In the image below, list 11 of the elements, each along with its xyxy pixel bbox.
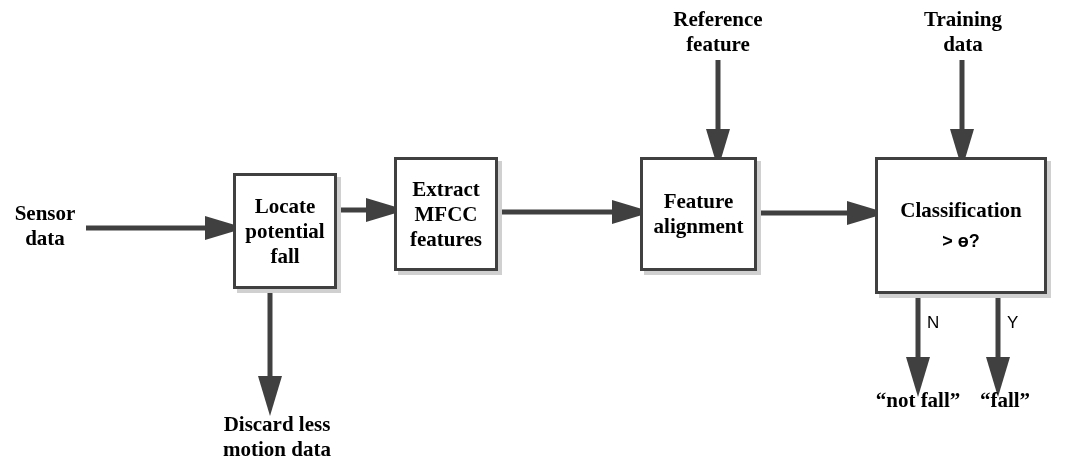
box-label: Classification [900, 197, 1022, 223]
flow-text: Discard less motion data [222, 412, 332, 462]
box-label: Extract MFCC features [409, 176, 483, 252]
box-label: Feature alignment [652, 189, 745, 239]
flow-text: “fall” [979, 387, 1031, 413]
flow-text: Sensor data [13, 201, 77, 251]
flow-text: “not fall” [875, 387, 961, 413]
condition-text: > ɵ? [942, 229, 980, 253]
flow-text: Training data [923, 7, 1003, 57]
box-label: Locate potential fall [244, 193, 326, 269]
flow-text: Reference feature [672, 7, 764, 57]
